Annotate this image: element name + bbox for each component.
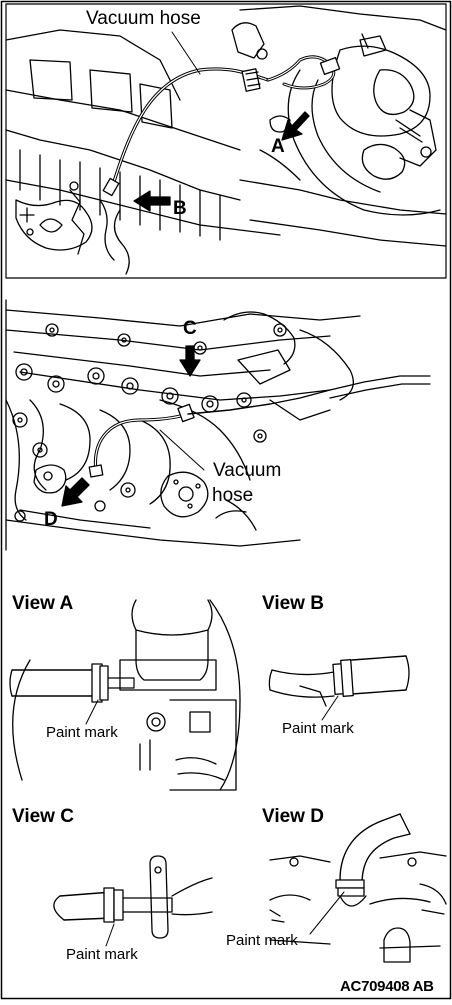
view-d-title: View D [262, 806, 324, 827]
view-d-illustration [269, 813, 447, 963]
view-a-illustration [9, 599, 241, 791]
arrow-b-icon [133, 190, 171, 212]
top-hose-label: Vacuum hose [86, 8, 201, 29]
view-b-illustration [268, 655, 410, 721]
view-d-paint-mark-label: Paint mark [226, 932, 298, 949]
view-a-title: View A [12, 593, 74, 614]
arrow-c-label: C [183, 318, 197, 339]
view-b-paint-mark-label: Paint mark [282, 720, 354, 737]
arrow-d-label: D [44, 509, 58, 530]
arrow-c-icon [179, 345, 201, 377]
middle-engine-illustration [5, 299, 431, 551]
figure-id: AC709408 AB [340, 978, 434, 995]
view-c-paint-mark-label: Paint mark [66, 946, 138, 963]
view-c-title: View C [12, 806, 74, 827]
arrow-a-icon [281, 111, 310, 141]
view-b-title: View B [262, 593, 324, 614]
arrow-b-label: B [173, 198, 187, 219]
arrow-d-icon [61, 477, 90, 507]
middle-hose-label-line2: hose [212, 485, 254, 506]
middle-hose-label-line1: Vacuum [213, 460, 282, 481]
view-a-paint-mark-label: Paint mark [46, 724, 118, 741]
view-c-illustration [53, 855, 213, 947]
top-engine-illustration [5, 3, 447, 279]
arrow-a-label: A [271, 136, 285, 157]
